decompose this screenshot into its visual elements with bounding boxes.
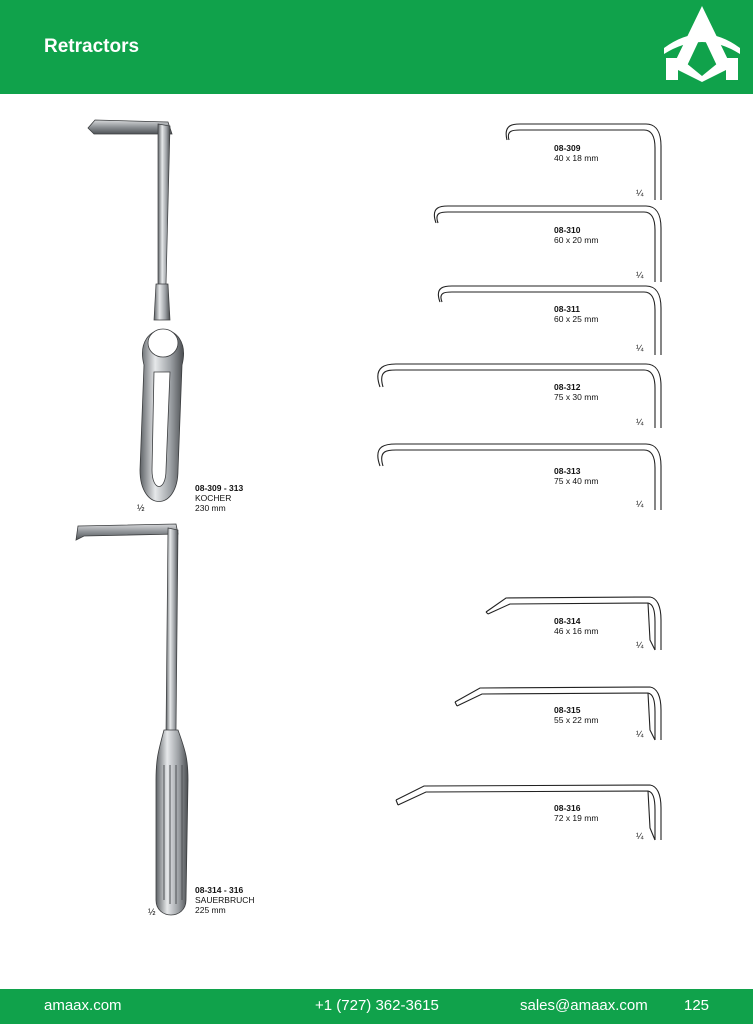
blade-code: 08-314 [554,616,581,626]
kocher-length: 230 mm [195,503,226,513]
page-title: Retractors [44,36,140,57]
blade-code: 08-315 [554,705,581,715]
blade-code: 08-313 [554,466,581,476]
sauerbruch-name: SAUERBRUCH [195,895,255,905]
header-bar: Retractors [0,0,753,94]
blade-code: 08-316 [554,803,581,813]
sauerbruch-code: 08-314 - 316 [195,885,244,895]
blade-profiles-sauerbruch [395,596,662,841]
blade-scale: ¼ [636,831,644,841]
sauerbruch-label: 08-314 - 316 SAUERBRUCH 225 mm [195,885,255,915]
blade-size: 55 x 22 mm [554,715,599,725]
kocher-label: 08-309 - 313 KOCHER 230 mm [195,483,243,513]
blade-code: 08-312 [554,382,581,392]
email-link[interactable]: sales@amaax.com [520,997,648,1014]
blade-size: 60 x 25 mm [554,314,599,324]
blade-size: 72 x 19 mm [554,813,599,823]
sauerbruch-scale: ½ [148,907,156,917]
blade-size: 75 x 30 mm [554,392,599,402]
blade-scale: ¼ [636,188,644,198]
amaax-logo-icon [664,6,740,82]
blade-code: 08-310 [554,225,581,235]
blade-scale: ¼ [636,343,644,353]
blade-code: 08-309 [554,143,581,153]
blade-scale: ¼ [636,640,644,650]
blade-size: 40 x 18 mm [554,153,599,163]
kocher-code: 08-309 - 313 [195,483,244,493]
blade-code: 08-311 [554,304,580,314]
blade-scale: ¼ [636,499,644,509]
blade-size: 46 x 16 mm [554,626,599,636]
blade-profiles [377,123,662,510]
blade-scale: ¼ [636,417,644,427]
phone-number[interactable]: +1 (727) 362-3615 [315,997,439,1014]
website-link[interactable]: amaax.com [44,997,122,1014]
sauerbruch-length: 225 mm [195,905,226,915]
page-number: 125 [684,997,710,1014]
blade-size: 75 x 40 mm [554,476,599,486]
blade-size: 60 x 20 mm [554,235,599,245]
kocher-retractor-image [87,119,184,502]
kocher-name: KOCHER [195,493,232,503]
kocher-scale: ½ [137,503,145,513]
sauerbruch-retractor-image [75,523,189,916]
blade-scale: ¼ [636,729,644,739]
footer-bar: amaax.com +1 (727) 362-3615 sales@amaax.… [0,989,753,1024]
blade-scale: ¼ [636,270,644,280]
